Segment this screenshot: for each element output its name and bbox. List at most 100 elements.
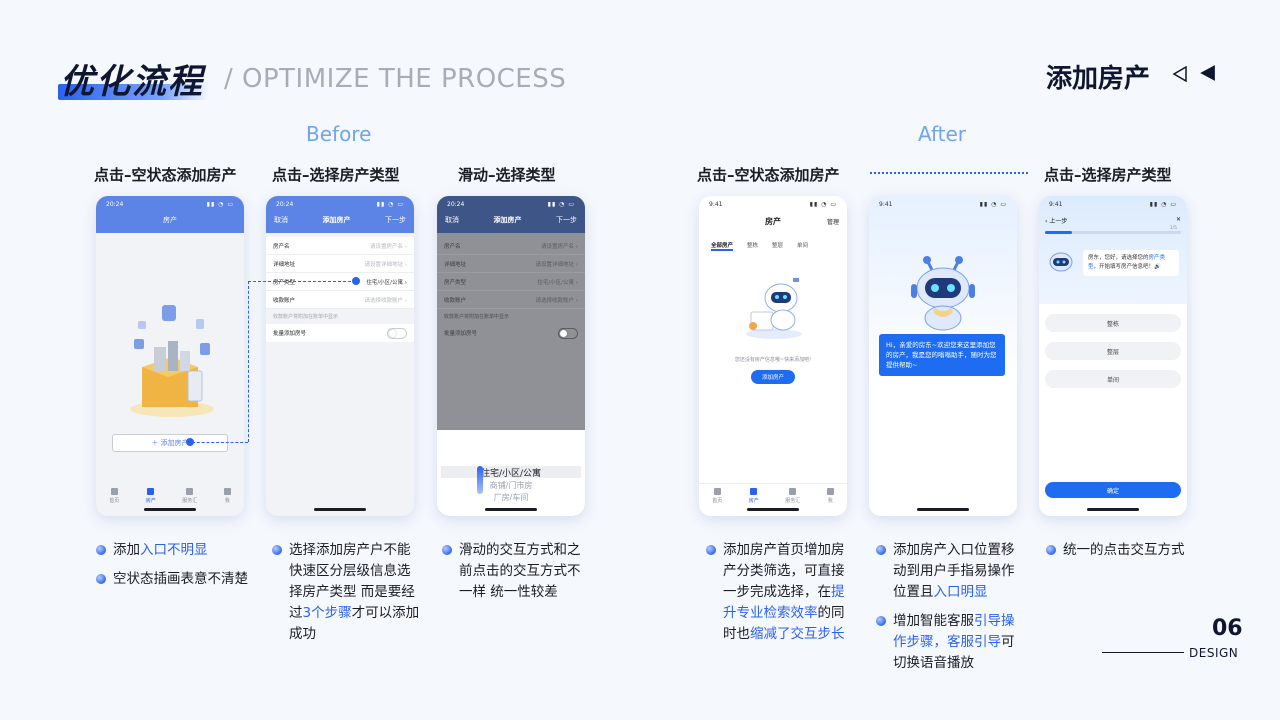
title-underline [58, 84, 208, 100]
bullet-item: 选择添加房产户不能快速区分层级信息选择房产类型 而是要经过3个步骤才可以添加成功 [272, 540, 422, 645]
field-label: 房产类型 [273, 279, 296, 286]
bullets-col-1: 添加入口不明显 空状态插画表意不清楚 [96, 540, 266, 598]
add-property-label: 添加房产 [160, 439, 189, 447]
user-icon [826, 488, 834, 495]
field-value: 请选择收款账户 › [364, 297, 407, 304]
status-bar: 20:24 ▮▮ ◔ ▭ [266, 196, 414, 212]
cancel-button[interactable]: 取消 [445, 216, 459, 224]
assistant-welcome-bubble: Hi，亲爱的房东~欢迎您来这里添加您的房产，我是您的嗡嗡助手，随时为您提供帮助~ [879, 334, 1005, 377]
field-account[interactable]: 收款账户 请选择收款账户 › [266, 291, 414, 309]
box-illustration-icon [130, 305, 214, 417]
tab-label: 首页 [712, 498, 723, 504]
status-bar: 20:24 ▮▮ ◔ ▭ [437, 196, 585, 212]
tab-me[interactable]: 我 [223, 488, 231, 504]
chip-whole-building[interactable]: 整栋 [747, 243, 759, 249]
tab-label: 我 [827, 498, 833, 504]
batch-toggle[interactable] [387, 327, 407, 339]
footer-divider [1102, 652, 1184, 653]
field-property-name: 房产名请设置房产名 › [437, 237, 585, 255]
home-indicator [485, 508, 537, 511]
bullet-item: 统一的点击交互方式 [1046, 540, 1196, 561]
column-title-4: 点击–空状态添加房产 [697, 166, 840, 184]
option-single-room[interactable]: 单间 [1045, 370, 1181, 388]
bullet-item: 增加智能客服引导操作步骤，客服引导可切换语音播放 [876, 611, 1026, 674]
form-tip: 收款账户将附加在账单中显示 [444, 314, 510, 320]
bullet-item: 滑动的交互方式和之前点击的交互方式不一样 统一性较差 [442, 540, 592, 603]
batch-label: 批量添加房号 [444, 331, 478, 337]
form-tip: 收款账户将附加在账单中显示 [273, 314, 339, 320]
option-whole-floor[interactable]: 整层 [1045, 342, 1181, 360]
home-indicator [1087, 508, 1139, 511]
next-button[interactable]: 下一步 [385, 216, 406, 224]
bullet-item: 空状态插画表意不清楚 [96, 569, 266, 590]
status-bar: 9:41 ▮▮ ◔ ▭ [699, 196, 847, 212]
tab-label: 服务汇 [785, 498, 801, 504]
back-button[interactable]: ‹ 上一步 [1045, 216, 1067, 225]
field-address: 详细地址请设置详细地址 › [437, 255, 585, 273]
signal-battery-icon: ▮▮ ◔ ▭ [547, 200, 575, 208]
robot-assistant-icon [911, 256, 975, 331]
chip-whole-floor[interactable]: 整层 [772, 243, 784, 249]
home-icon [110, 488, 118, 495]
tab-home[interactable]: 首页 [712, 488, 722, 504]
tab-bar: 首页 房产 服务汇 我 [96, 488, 244, 504]
progress-fill [1045, 231, 1073, 234]
building-icon [147, 488, 155, 495]
picker-option[interactable]: 商铺/门市房 [489, 481, 533, 490]
nav-row: ‹ 上一步 ✕ [1039, 216, 1187, 225]
option-whole-building[interactable]: 整栋 [1045, 314, 1181, 332]
phone-after-empty: 9:41 ▮▮ ◔ ▭ 房产 管理 全部房产 整栋 整层 单间 您还没有房产信息… [699, 196, 847, 516]
tab-service[interactable]: 服务汇 [182, 488, 197, 504]
bullets-col-6: 统一的点击交互方式 [1046, 540, 1196, 569]
field-property-type: 房产类型 住宅/小区/公寓 › [437, 273, 585, 291]
speaker-icon[interactable]: 🔊 [1154, 263, 1161, 270]
tab-property[interactable]: 房产 [146, 488, 156, 504]
signal-battery-icon: ▮▮ ◔ ▭ [979, 200, 1007, 208]
empty-state-tip: 您还没有房产信息哦~快来添加吧! [734, 357, 812, 363]
status-time: 9:41 [709, 200, 723, 208]
add-property-button[interactable]: 添加房产 [751, 370, 795, 384]
tap-indicator [352, 277, 360, 285]
home-indicator [314, 508, 366, 511]
add-property-button[interactable]: ＋ 添加房产 [112, 434, 228, 452]
chevron-left-icon: ‹ [1045, 218, 1050, 225]
field-account: 收款账户请选择收款账户 › [437, 291, 585, 309]
tab-property[interactable]: 房产 [749, 488, 759, 504]
chip-single-room[interactable]: 单间 [797, 243, 809, 249]
phone-before-form: 20:24 ▮▮ ◔ ▭ 取消 添加房产 下一步 房产名请设置房产名 › 详细地… [266, 196, 414, 516]
tab-home[interactable]: 首页 [109, 488, 119, 504]
cancel-button[interactable]: 取消 [274, 216, 288, 224]
home-indicator [144, 508, 196, 511]
top-bar: 20:24 ▮▮ ◔ ▭ 取消 添加房产 下一步 [266, 196, 414, 233]
section-title: 添加房产 [1046, 64, 1151, 94]
chart-icon [186, 488, 194, 495]
next-button[interactable]: 下一步 [556, 216, 577, 224]
field-label: 房产类型 [444, 279, 467, 286]
home-icon [713, 488, 721, 495]
home-indicator [747, 508, 799, 511]
picker-selected-option[interactable]: 住宅/小区/公寓 [441, 466, 581, 479]
confirm-button[interactable]: 确定 [1045, 482, 1181, 498]
field-label: 房产名 [273, 243, 290, 250]
field-value: 请设置房产名 › [541, 243, 578, 250]
phase-before-label: Before [306, 122, 372, 146]
close-icon[interactable]: ✕ [1175, 216, 1181, 223]
page-number: 06 [1212, 616, 1243, 641]
picker-option[interactable]: 厂房/车间 [493, 493, 529, 502]
batch-add-row: 批量添加房号 [266, 324, 414, 342]
field-property-type[interactable]: 房产类型住宅/小区/公寓 › [266, 273, 414, 291]
progress-bar [1045, 231, 1181, 234]
picker-sheet[interactable]: 住宅/小区/公寓 商铺/门市房 厂房/车间 [437, 430, 585, 516]
tab-service[interactable]: 服务汇 [785, 488, 800, 504]
bullet-item: 添加入口不明显 [96, 540, 266, 561]
field-address[interactable]: 详细地址请设置详细地址 › [266, 255, 414, 273]
field-label: 收款账户 [273, 297, 296, 304]
manage-button[interactable]: 管理 [826, 219, 839, 226]
chat-highlight: 房产类型 [1088, 255, 1166, 270]
tab-me[interactable]: 我 [826, 488, 834, 504]
chip-all[interactable]: 全部房产 [711, 243, 734, 251]
field-value: 住宅/小区/公寓 › [537, 279, 578, 286]
field-property-name[interactable]: 房产名请设置房产名 › [266, 237, 414, 255]
tab-bar: 首页 房产 服务汇 我 [699, 483, 847, 504]
phone-before-picker: 20:24 ▮▮ ◔ ▭ 取消 添加房产 下一步 房产名请设置房产名 › 详细地… [437, 196, 585, 516]
